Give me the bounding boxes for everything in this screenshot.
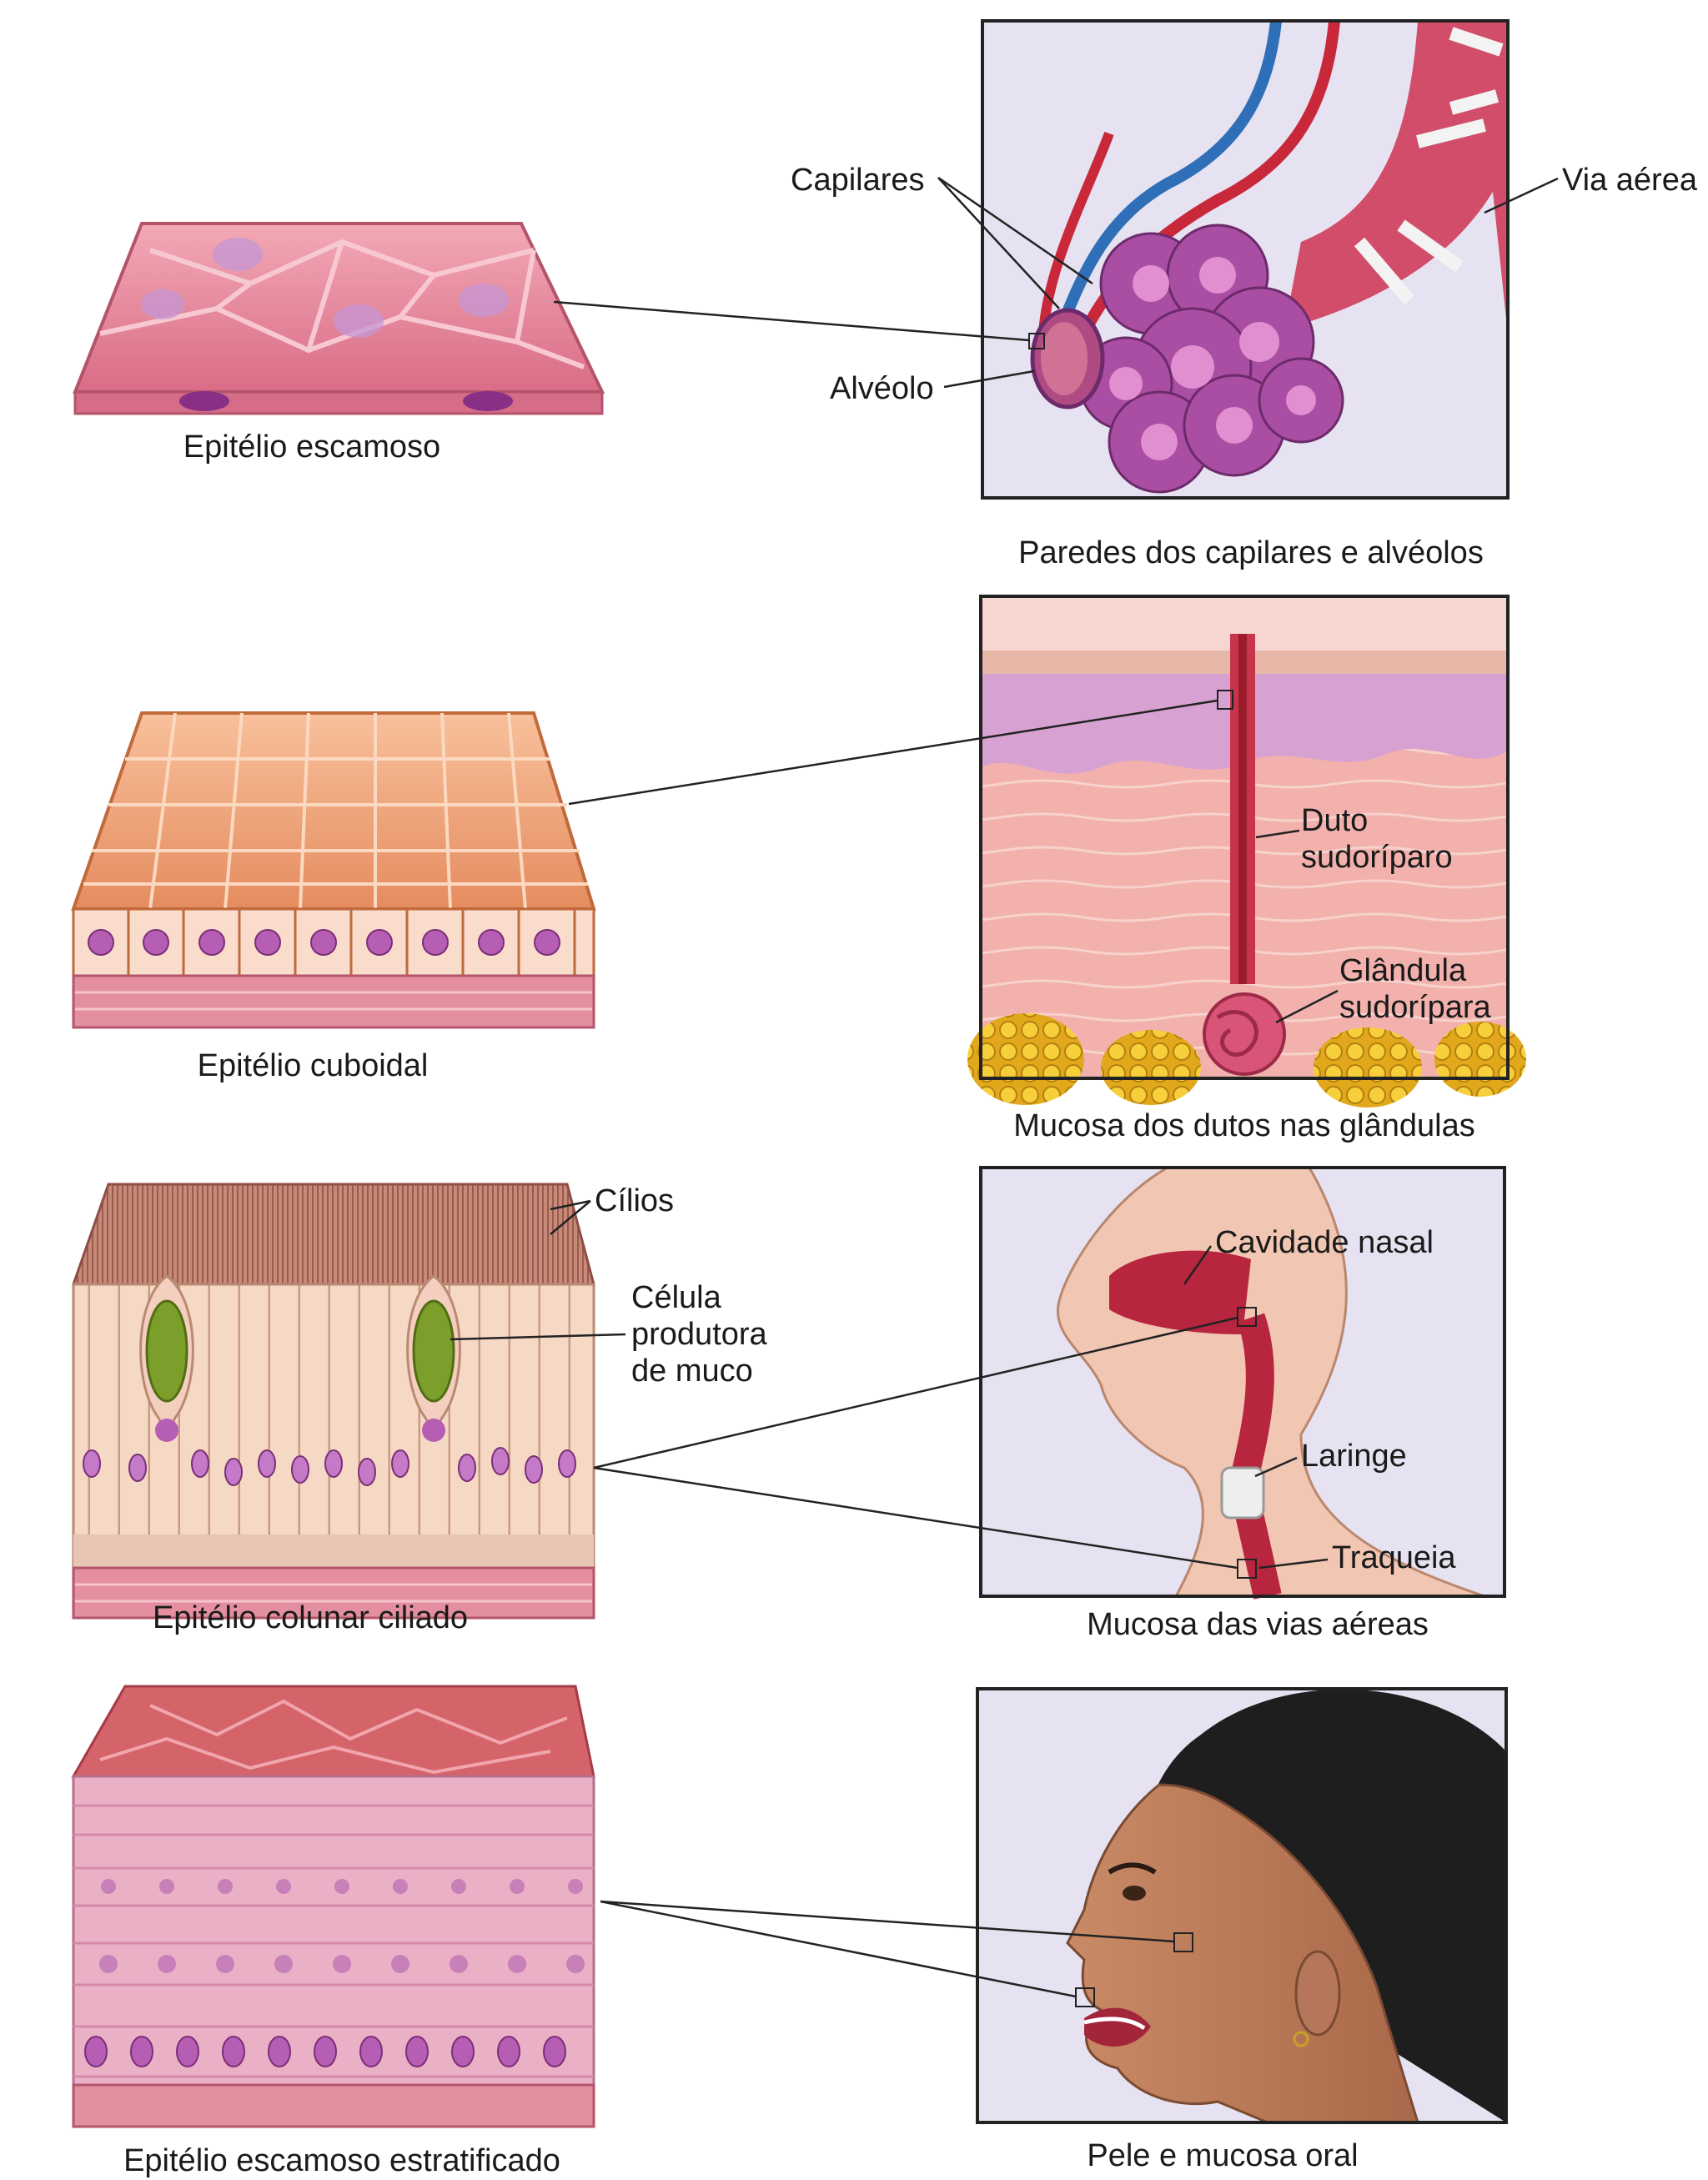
alveoli-panel [981,19,1510,500]
callout-celula-1: Célula [631,1280,722,1315]
face-caption: Pele e mucosa oral [1087,2138,1358,2173]
callout-laringe: Laringe [1301,1439,1407,1474]
ciliated-caption: Epitélio colunar ciliado [153,1600,468,1635]
callout-glandula-2: sudorípara [1339,990,1492,1025]
face-panel [976,1687,1508,2124]
callout-cilios: Cílios [595,1183,674,1218]
callout-celula-3: de muco [631,1354,753,1389]
callout-traqueia: Traqueia [1332,1540,1456,1575]
alveoli-caption: Paredes dos capilares e alvéolos [1018,535,1484,570]
callout-celula-2: produtora [631,1317,768,1352]
callout-duto-2: sudoríparo [1301,840,1453,875]
callout-duto-1: Duto [1301,803,1368,838]
squamous-caption: Epitélio escamoso [183,429,440,465]
callout-glandula-1: Glândula [1339,953,1467,988]
cuboidal-epithelium-illustration [71,711,596,1029]
callout-via-aerea: Via aérea [1562,163,1698,198]
callout-alveolo: Alvéolo [830,371,934,406]
airway-panel [979,1166,1506,1600]
airway-caption: Mucosa das vias aéreas [1087,1607,1429,1642]
stratified-caption: Epitélio escamoso estratificado [123,2143,560,2178]
stratified-squamous-illustration [71,1685,595,2128]
goblet-cell-right [406,1274,461,1442]
callout-cavidade-nasal: Cavidade nasal [1215,1225,1434,1260]
callout-capilares: Capilares [791,163,925,198]
cuboidal-caption: Epitélio cuboidal [198,1048,429,1083]
squamous-epithelium-illustration [73,222,605,415]
sweat-gland-panel [967,595,1526,1108]
sweat-gland-caption: Mucosa dos dutos nas glândulas [1013,1108,1474,1143]
ciliated-columnar-illustration [71,1183,595,1620]
goblet-cell-left [139,1274,194,1442]
